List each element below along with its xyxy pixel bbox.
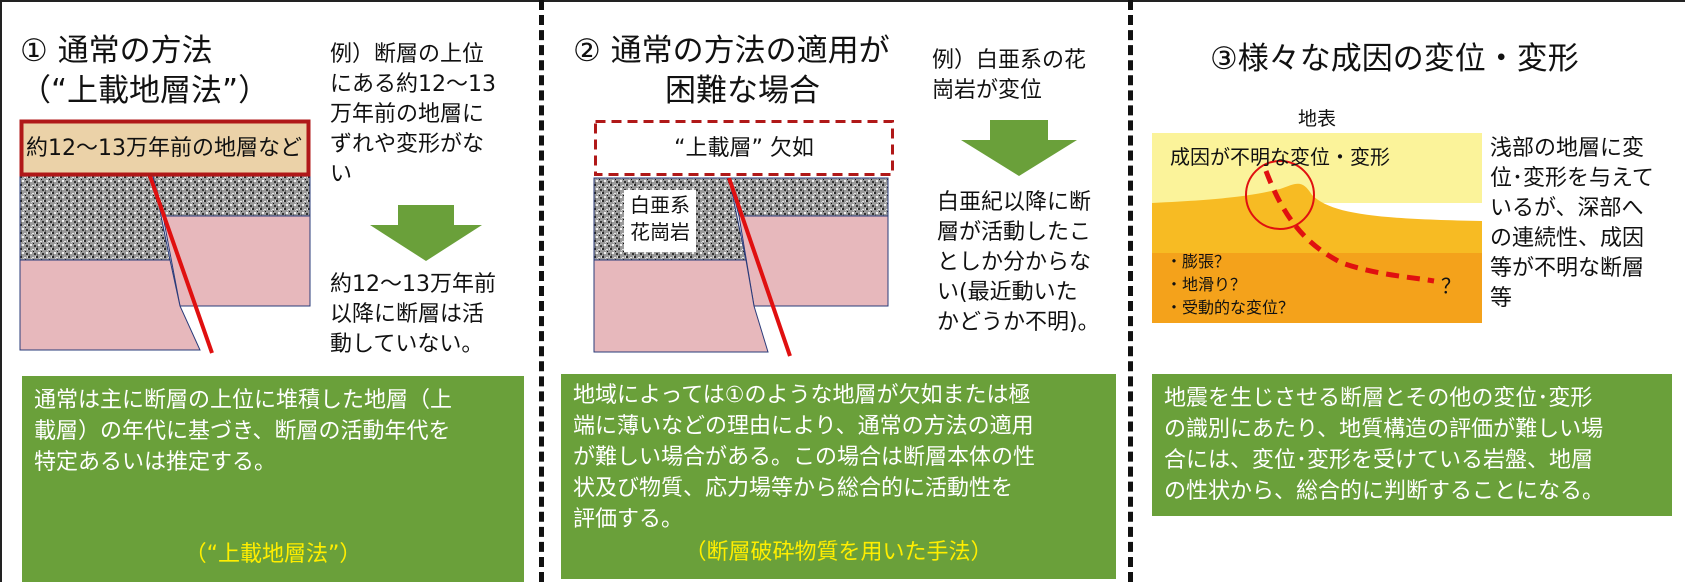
rock-label-line: 花崗岩 — [630, 220, 690, 244]
panel-3-note-text: 浅部の地層に変 位･変形を与えて いるが、深部へ の連続性、成因 等が不明な断層… — [1490, 134, 1654, 314]
possible-causes-list: ・膨張？ ・地滑り？ ・受動的な変位？ — [1166, 250, 1294, 319]
method-name-highlight: （断層破砕物質を用いた手法） — [684, 540, 993, 565]
panel-divider-2 — [1128, 0, 1133, 582]
deformation-label: 成因が不明な変位・変形 — [1170, 145, 1390, 169]
summary-line: 特定あるいは推定する。 — [34, 450, 277, 475]
cause-item: ・膨張？ — [1166, 252, 1231, 271]
panel-2-summary-box: 地域によっては①のような地層が欠如または極 端に薄いなどの理由により、通常の方法… — [561, 374, 1116, 579]
method-name-highlight: （“上載地層法”） — [184, 542, 362, 567]
pink-rock-right-block — [738, 215, 889, 307]
fault-line — [148, 175, 214, 354]
note-line: の連続性、成因 — [1490, 226, 1645, 251]
panel-2-example-text: 例）白亜系の花 崗岩が変位 — [932, 46, 1086, 106]
example-line: 例）断層の上位 — [330, 42, 485, 67]
panel-1-result-text: 約12～13万年前 以降に断層は活 動していない。 — [330, 270, 496, 360]
granite-rock-label: 白亜系 花崗岩 — [624, 192, 696, 246]
pink-rock-left-block — [593, 259, 769, 353]
example-line: ずれや変形がな — [330, 132, 485, 157]
result-line: 以降に断層は活 — [330, 302, 485, 327]
panel-2-title-line1: ② 通常の方法の適用が — [573, 33, 890, 69]
layer-highlight-box — [19, 119, 311, 177]
cause-item: ・地滑り？ — [1166, 275, 1247, 294]
panel-1-summary-box: 通常は主に断層の上位に堆積した地層（上 載層）の年代に基づき、断層の活動年代を … — [22, 376, 524, 582]
note-line: 等が不明な断層 — [1490, 256, 1645, 281]
panel-2-down-arrow-icon — [961, 120, 1077, 176]
panel-2-cross-section — [593, 120, 894, 357]
summary-line: 地域によっては①のような地層が欠如または極 — [573, 383, 1031, 408]
layer-label: 約12～13万年前の地層など — [26, 136, 302, 161]
granite-right-block — [152, 175, 311, 217]
result-line: 約12～13万年前 — [330, 272, 496, 297]
summary-line: 合には、変位･変形を受けている岩盤、地層 — [1164, 448, 1594, 473]
result-line: 層が活動したこ — [937, 220, 1092, 245]
result-line: い(最近動いた — [937, 280, 1078, 305]
panel-1-down-arrow-icon — [370, 205, 482, 261]
inferred-fault-dashed-line — [1263, 170, 1435, 284]
summary-line: 通常は主に断層の上位に堆積した地層（上 — [34, 388, 453, 413]
panel-3-summary-box: 地震を生じさせる断層とその他の変位･変形 の識別にあたり、地質構造の評価が難しい… — [1152, 374, 1672, 516]
example-line: にある約12～13 — [330, 72, 496, 97]
result-line: 動していない。 — [330, 332, 484, 357]
pink-rock-left-block — [19, 259, 201, 351]
summary-line: 状及び物質、応力場等から総合的に活動性を — [573, 476, 1014, 501]
panel-2-title-line2: 困難な場合 — [665, 73, 820, 109]
summary-line: 端に薄いなどの理由により、通常の方法の適用 — [573, 414, 1034, 439]
summary-line: 載層）の年代に基づき、断層の活動年代を — [34, 419, 451, 444]
cause-item: ・受動的な変位？ — [1166, 298, 1295, 317]
panel-3-title: ③様々な成因の変位・変形 — [1210, 41, 1579, 77]
example-line: い — [330, 162, 353, 187]
surface-yellow-layer — [1152, 133, 1482, 203]
surface-label: 地表 — [1298, 108, 1337, 130]
panel-3-deformation-diagram — [1152, 133, 1482, 323]
result-line: かどうか不明)。 — [937, 310, 1100, 335]
example-line: 例）白亜系の花 — [932, 48, 1087, 73]
note-line: 等 — [1490, 286, 1513, 311]
panel-2-result-text: 白亜紀以降に断 層が活動したこ としか分からな い(最近動いた かどうか不明)。 — [937, 188, 1100, 338]
note-line: いるが、深部へ — [1490, 196, 1644, 221]
note-line: 位･変形を与えて — [1490, 166, 1654, 191]
rock-label-background — [624, 190, 696, 252]
missing-layer-box — [594, 120, 894, 176]
panel-1-title-line1: ① 通常の方法 — [20, 33, 213, 69]
deep-orange-layer — [1152, 253, 1482, 323]
frame-left-border — [0, 0, 2, 582]
question-mark: ？ — [1441, 274, 1461, 298]
summary-line: が難しい場合がある。この場合は断層本体の性 — [573, 445, 1036, 470]
panel-1-example-text: 例）断層の上位 にある約12～13 万年前の地層に ずれや変形がな い — [330, 40, 496, 190]
result-line: としか分からな — [937, 250, 1092, 275]
note-line: 浅部の地層に変 — [1490, 136, 1645, 161]
pink-rock-right-block — [162, 215, 311, 307]
middle-orange-layer — [1152, 183, 1482, 253]
granite-right-block — [728, 177, 889, 217]
example-line: 万年前の地層に — [330, 102, 485, 127]
frame-top-border — [0, 0, 1685, 2]
result-line: 白亜紀以降に断 — [937, 190, 1092, 215]
example-line: 崗岩が変位 — [932, 78, 1043, 103]
granite-left-block — [19, 175, 171, 261]
summary-line: の識別にあたり、地質構造の評価が難しい場 — [1164, 417, 1604, 442]
summary-line: 評価する。 — [573, 507, 684, 532]
panel-1-title-line2: （“上載地層法”） — [20, 73, 270, 109]
deformation-circle — [1245, 160, 1315, 230]
panel-1-cross-section — [19, 119, 311, 354]
fault-line — [727, 177, 792, 357]
rock-label-line: 白亜系 — [630, 193, 690, 217]
summary-line: の性状から、総合的に判断することになる。 — [1164, 479, 1605, 504]
upper-sediment-layer — [20, 120, 310, 176]
panel-divider-1 — [539, 0, 544, 582]
missing-layer-label: “上載層” 欠如 — [674, 136, 814, 161]
summary-line: 地震を生じさせる断層とその他の変位･変形 — [1164, 386, 1593, 411]
